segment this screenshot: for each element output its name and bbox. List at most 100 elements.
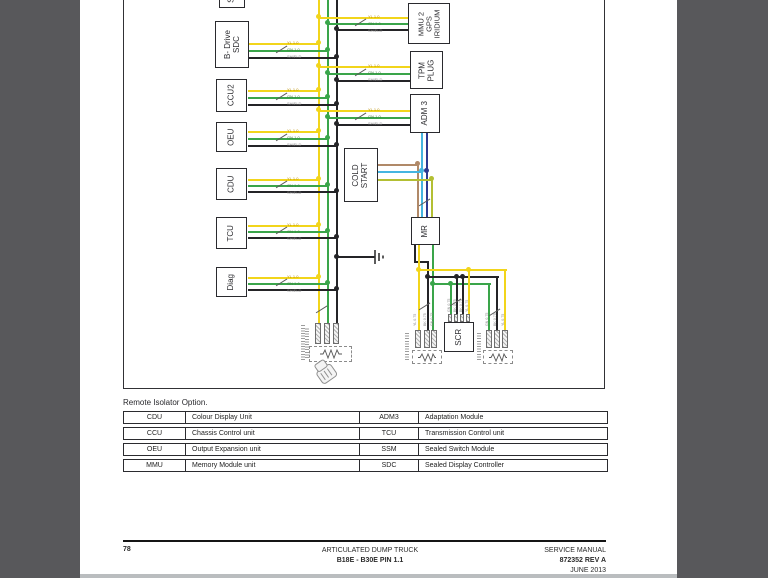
connector-pin bbox=[448, 314, 452, 322]
node-box-ccu2: CCU2 bbox=[216, 79, 247, 112]
node-label: Diag bbox=[226, 273, 236, 291]
connector-pin bbox=[494, 330, 500, 348]
connector-pin bbox=[315, 323, 321, 344]
wire bbox=[418, 245, 420, 330]
junction-dot bbox=[415, 161, 420, 166]
connector-pin bbox=[454, 314, 458, 322]
wire bbox=[450, 283, 452, 316]
desc-cell: Transmission Control unit bbox=[425, 430, 505, 437]
node-label: TPM bbox=[416, 61, 426, 79]
wire bbox=[488, 283, 490, 330]
wire bbox=[248, 90, 319, 92]
node-box-scr: SCR bbox=[444, 322, 474, 352]
abbr-cell: CCU bbox=[124, 428, 186, 439]
wire bbox=[328, 23, 408, 25]
wire bbox=[418, 269, 507, 271]
node-label: SDC bbox=[230, 36, 240, 53]
connector-plug-icon bbox=[314, 359, 338, 384]
desc-cell: Adaptation Module bbox=[425, 414, 484, 421]
junction-dot bbox=[325, 94, 330, 99]
wire bbox=[432, 245, 434, 330]
junction-dot bbox=[416, 267, 421, 272]
footer-date: JUNE 2013 bbox=[570, 567, 606, 574]
footer-revision: 872352 REV A bbox=[559, 557, 606, 564]
resistor-icon bbox=[319, 349, 342, 359]
wire-ground bbox=[337, 256, 375, 258]
junction-dot bbox=[334, 234, 339, 239]
wire-label-group: YL 1.0 GN 1.0 SHIELD bbox=[287, 87, 302, 106]
abbr-cell: ADM3 bbox=[360, 412, 419, 423]
terminator-box bbox=[309, 346, 352, 362]
node-label: SCR bbox=[453, 328, 463, 346]
desc-cell: Colour Display Unit bbox=[186, 412, 360, 423]
wire bbox=[248, 179, 319, 181]
junction-dot bbox=[454, 274, 459, 279]
abbr-cell: SDC bbox=[360, 460, 419, 471]
node-label: MR bbox=[420, 224, 430, 238]
wire bbox=[414, 245, 416, 263]
junction-dot bbox=[466, 267, 471, 272]
footer-title: ARTICULATED DUMP TRUCK bbox=[321, 547, 419, 554]
abbr-cell: CDU bbox=[124, 412, 186, 423]
junction-dot bbox=[334, 26, 339, 31]
abbr-cell: SSM bbox=[360, 444, 419, 455]
node-box-diag: Diag bbox=[216, 267, 247, 297]
desc-cell: Sealed Display Controller bbox=[425, 462, 504, 469]
node-label: ADM 3 bbox=[419, 101, 429, 126]
junction-dot bbox=[325, 228, 330, 233]
node-box-mmu2: MMU 2 GPS IRIDIUM bbox=[408, 3, 450, 44]
ground-icon bbox=[374, 250, 384, 264]
junction-dot bbox=[316, 87, 321, 92]
node-label: CDU bbox=[226, 175, 236, 193]
connector-pin bbox=[324, 323, 330, 344]
micro-annotation bbox=[301, 324, 305, 360]
footer-rule bbox=[123, 540, 606, 542]
wire-shield-bus bbox=[336, 0, 338, 326]
wire-light-blue bbox=[378, 171, 422, 173]
junction-dot bbox=[316, 274, 321, 279]
wire bbox=[248, 277, 319, 279]
page-bottom-edge bbox=[80, 574, 677, 578]
connector-pin bbox=[460, 314, 464, 322]
junction-dot bbox=[419, 168, 424, 173]
junction-dot bbox=[334, 286, 339, 291]
wire bbox=[248, 185, 328, 187]
junction-dot bbox=[316, 14, 321, 19]
micro-annotation bbox=[405, 332, 409, 360]
wire bbox=[248, 97, 328, 99]
micro-annotation bbox=[305, 328, 309, 358]
wire-green-bus bbox=[327, 0, 329, 326]
wire-label-group: YL 1.0 GN 1.0 SHIELD bbox=[287, 222, 302, 241]
wire bbox=[248, 138, 328, 140]
node-box-tpm-plug: TPM PLUG bbox=[410, 51, 443, 89]
wire-dark-blue bbox=[426, 133, 428, 218]
connector-pin bbox=[486, 330, 492, 348]
wire bbox=[248, 104, 337, 106]
desc-cell: Output Expansion unit bbox=[186, 444, 360, 455]
junction-dot bbox=[316, 63, 321, 68]
junction-dot bbox=[429, 176, 434, 181]
node-label: OEU bbox=[226, 128, 236, 146]
wire-label: GN 0.75 bbox=[485, 312, 489, 326]
junction-dot bbox=[325, 135, 330, 140]
wire bbox=[248, 289, 337, 291]
wire bbox=[504, 269, 506, 330]
table-row: MMU Memory Module unit SDC Sealed Displa… bbox=[123, 459, 608, 472]
wire bbox=[319, 17, 408, 19]
wire-yellow-bus bbox=[318, 0, 320, 326]
node-box-bdrive-sdc: B- Drive SDC bbox=[215, 21, 249, 68]
wire-label: BK 0.75 bbox=[459, 299, 463, 312]
resistor-icon bbox=[489, 352, 507, 362]
wire-label-group: YL 1.0 GN 1.0 SHIELD bbox=[287, 176, 302, 195]
abbr-cell: TCU bbox=[360, 428, 419, 439]
wire-label-group: YL 1.0 GN 1.0 SHIELD bbox=[368, 14, 383, 33]
node-label: CCU2 bbox=[226, 84, 236, 107]
connector-pin bbox=[466, 314, 470, 322]
node-box-cold-start: COLD START bbox=[344, 148, 378, 202]
node-label: PLUG bbox=[425, 59, 435, 81]
wire-label: GN 0.75 bbox=[430, 312, 434, 326]
wire bbox=[248, 145, 337, 147]
node-label: B- Drive bbox=[222, 30, 232, 59]
connector-pin bbox=[431, 330, 437, 348]
wire bbox=[468, 269, 470, 316]
